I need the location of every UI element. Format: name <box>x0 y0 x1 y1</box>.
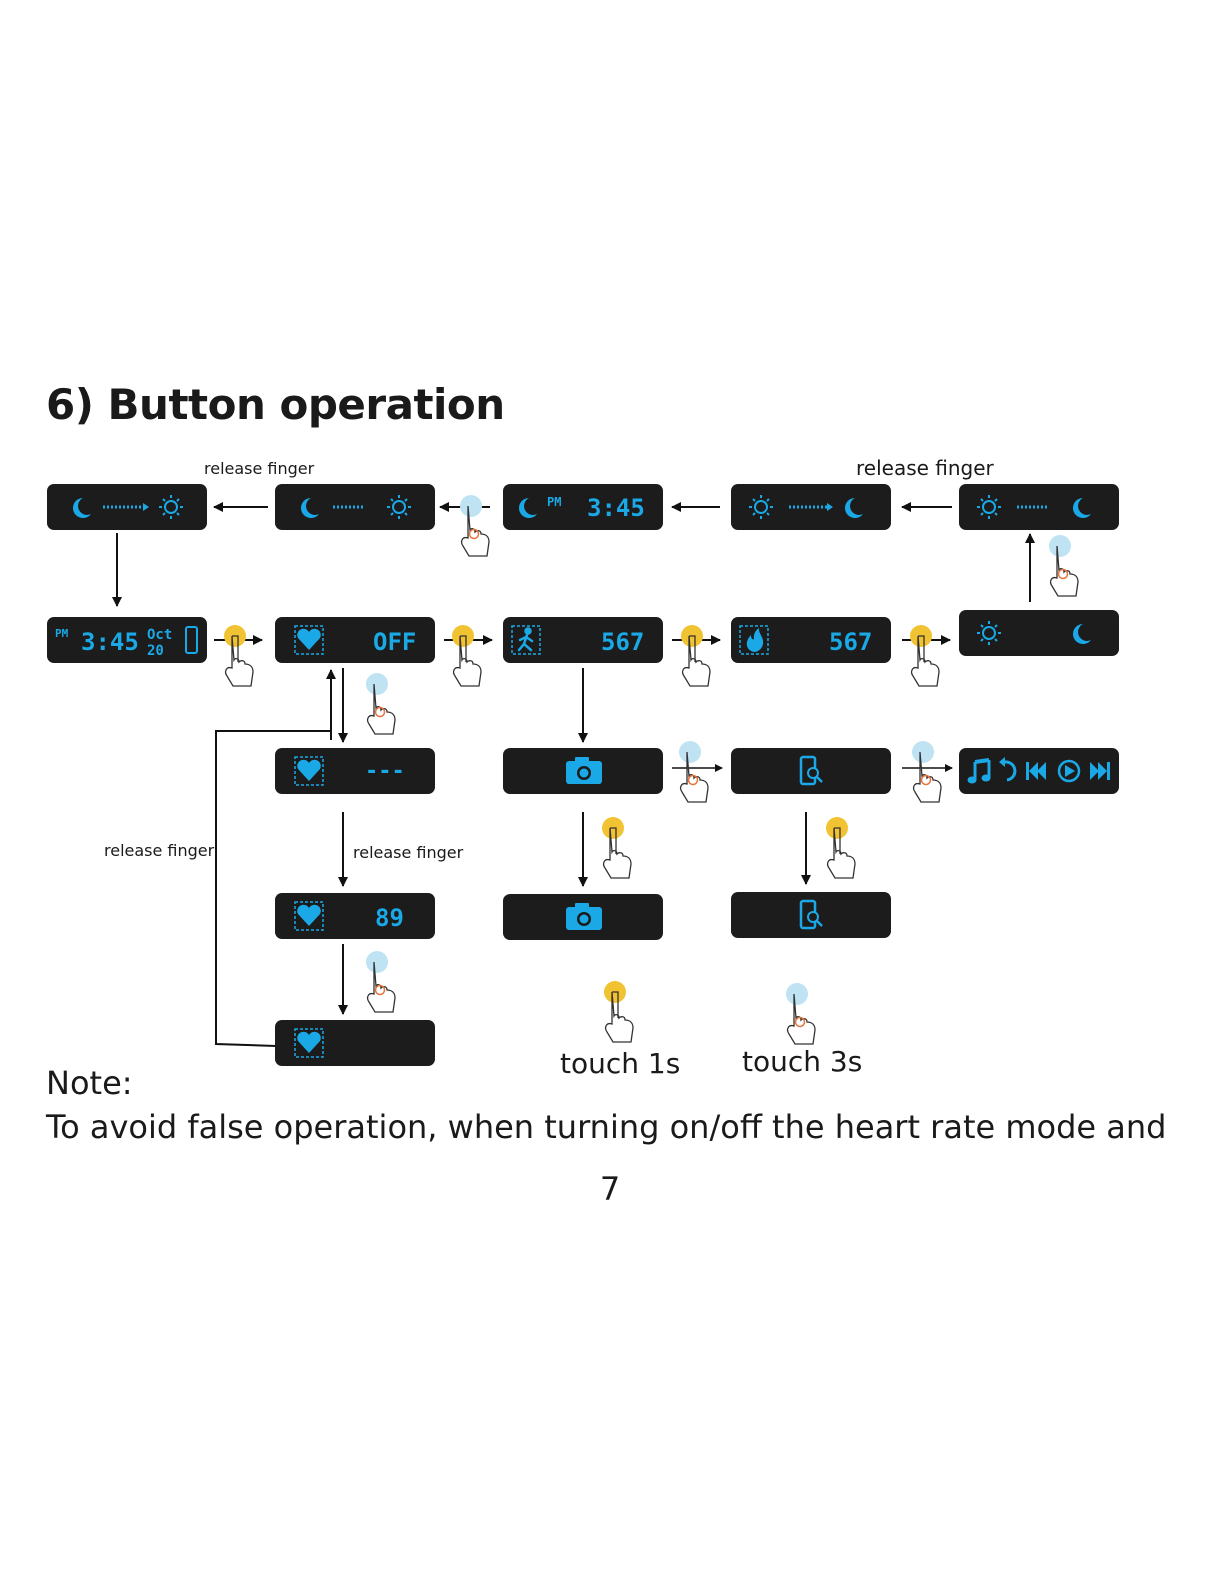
ampm-text: PM <box>547 495 561 509</box>
button-operation-diagram: release finger release finger release fi… <box>0 0 1220 1100</box>
screen-clock-main: PM 3:45 Oct 20 <box>47 617 207 663</box>
hr-value-text: OFF <box>373 628 416 656</box>
ampm-text: PM <box>55 627 69 640</box>
screen-hr-measuring: --- <box>275 748 435 794</box>
legend-hold-hand-icon <box>786 983 815 1044</box>
label-release-finger-1: release finger <box>204 459 315 478</box>
screen-sleep-pressed <box>275 484 435 530</box>
screen-hr-off: OFF <box>275 617 435 663</box>
screen-steps: 567 <box>503 617 663 663</box>
hold-hand-icon <box>366 951 395 1012</box>
tap-hand-icon <box>224 625 253 686</box>
note-label: Note: <box>46 1064 133 1102</box>
screen-wake-to-sleep <box>731 484 891 530</box>
hold-hand-icon <box>366 673 395 734</box>
tap-hand-icon <box>681 625 710 686</box>
hr-value-text: 89 <box>375 904 404 932</box>
tap-hand-icon <box>602 817 631 878</box>
screen-wake-pressed <box>959 484 1119 530</box>
label-touch-3s: touch 3s <box>742 1045 862 1078</box>
screen-music <box>959 748 1119 794</box>
hr-value-text: --- <box>365 759 405 784</box>
legend-tap-hand-icon <box>604 981 633 1042</box>
page-number: 7 <box>0 1170 1220 1208</box>
screen-find-phone <box>731 748 891 794</box>
calories-value-text: 567 <box>829 628 872 656</box>
tap-hand-icon <box>910 625 939 686</box>
day-text: 20 <box>147 643 164 659</box>
time-text: 3:45 <box>81 628 139 656</box>
hold-hand-icon <box>679 741 708 802</box>
tap-hand-icon <box>826 817 855 878</box>
time-text: 3:45 <box>587 494 645 522</box>
label-release-finger-4: release finger <box>353 843 464 862</box>
steps-value-text: 567 <box>601 628 644 656</box>
screen-find-phone-active <box>731 892 891 938</box>
screen-time-small: PM 3:45 <box>503 484 663 530</box>
tap-hand-icon <box>452 625 481 686</box>
note-text: To avoid false operation, when turning o… <box>46 1108 1166 1146</box>
screen-hr-value: 89 <box>275 893 435 939</box>
label-release-finger-2: release finger <box>856 456 995 480</box>
screen-sleep-to-wake <box>47 484 207 530</box>
camera-icon <box>566 903 602 930</box>
screen-camera-shot <box>503 894 663 940</box>
screen-sleep-mode <box>959 610 1119 656</box>
month-text: Oct <box>147 627 172 643</box>
hold-hand-icon <box>912 741 941 802</box>
hold-hand-icon <box>1049 535 1078 596</box>
screen-hr-blank <box>275 1020 435 1066</box>
label-touch-1s: touch 1s <box>560 1047 680 1080</box>
screen-calories: 567 <box>731 617 891 663</box>
camera-icon <box>566 757 602 784</box>
label-release-finger-3: release finger <box>104 841 215 860</box>
screen-camera <box>503 748 663 794</box>
hold-hand-icon <box>460 495 489 556</box>
